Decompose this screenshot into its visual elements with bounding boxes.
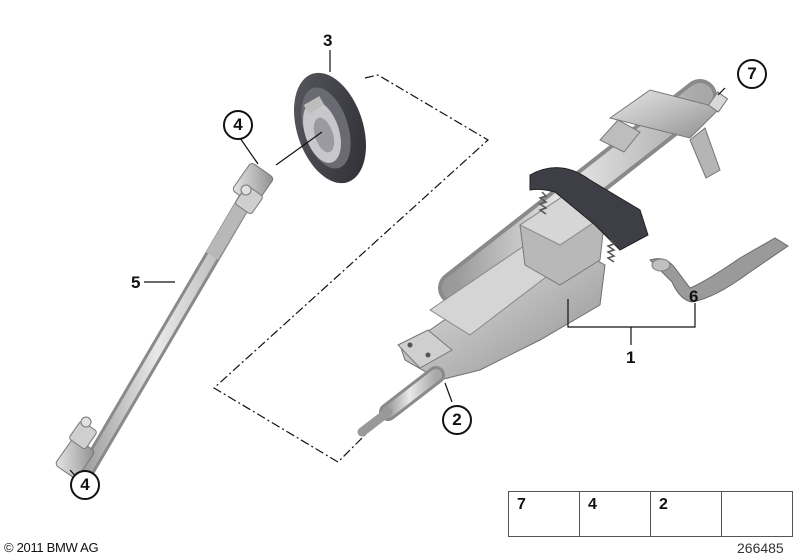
assembly-dashed-outline xyxy=(212,74,490,463)
fastener-legend: 7 4 2 xyxy=(508,491,793,537)
callout-3[interactable]: 3 xyxy=(323,31,333,50)
callout-6[interactable]: 6 xyxy=(689,287,699,306)
rubber-boot-part-3[interactable] xyxy=(281,64,379,193)
legend-cell-7[interactable]: 7 xyxy=(509,492,580,536)
callout-1[interactable]: 1 xyxy=(626,348,636,367)
legend-cell-4[interactable]: 4 xyxy=(580,492,651,536)
clamp-bracket xyxy=(529,167,649,251)
callout-4-upper[interactable]: 4 xyxy=(223,110,253,140)
tension-springs xyxy=(538,191,616,263)
legend-label: 2 xyxy=(659,496,668,513)
mounting-flange xyxy=(397,329,453,369)
copyright-text: © 2011 BMW AG xyxy=(4,540,99,555)
callout-7[interactable]: 7 xyxy=(737,59,767,89)
callout-label: 4 xyxy=(80,475,90,494)
legend-label: 7 xyxy=(517,496,526,513)
callout-4-lower[interactable]: 4 xyxy=(70,470,100,500)
legend-cell-2[interactable]: 2 xyxy=(651,492,722,536)
steering-shaft-part-5[interactable] xyxy=(55,162,275,490)
upper-universal-joint xyxy=(232,163,274,215)
legend-label: 4 xyxy=(588,496,597,513)
boot-to-joint-leader xyxy=(275,131,323,166)
upper-mounting-bracket xyxy=(599,89,729,179)
callout-2[interactable]: 2 xyxy=(442,405,472,435)
legend-cell-arrow xyxy=(722,492,792,536)
steering-column-part-1[interactable] xyxy=(357,79,729,437)
adjustment-lever-part-6[interactable] xyxy=(649,237,789,303)
callout-label: 2 xyxy=(452,410,462,429)
callout-label: 4 xyxy=(233,115,243,134)
callout-5[interactable]: 5 xyxy=(131,273,141,292)
lower-universal-joint xyxy=(55,416,97,479)
callout-label: 7 xyxy=(747,64,757,83)
diagram-number: 266485 xyxy=(737,540,784,556)
